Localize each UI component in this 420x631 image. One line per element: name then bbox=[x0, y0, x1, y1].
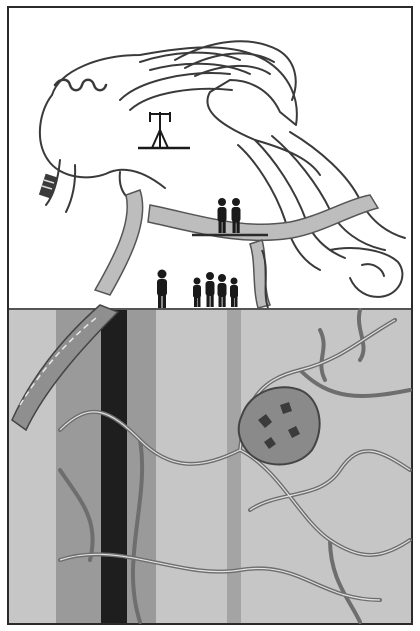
dark-shaft bbox=[101, 309, 127, 623]
person-icon bbox=[230, 278, 238, 308]
narrow-shaft bbox=[227, 309, 241, 623]
person-icon bbox=[193, 278, 201, 308]
underground-section bbox=[9, 305, 411, 623]
